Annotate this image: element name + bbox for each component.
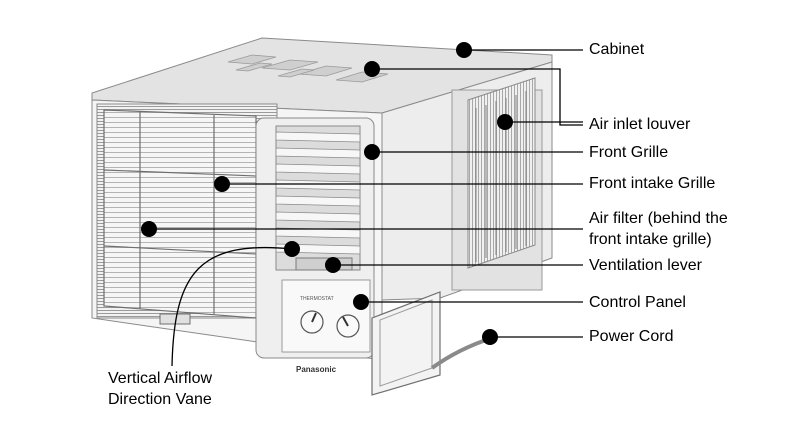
label-cabinet: Cabinet (589, 41, 645, 58)
dot-power-cord (482, 329, 498, 345)
label-air-filter-line1: Air filter (behind the (589, 210, 728, 227)
label-ventilation-lever: Ventilation lever (589, 257, 702, 274)
label-power-cord: Power Cord (589, 328, 674, 345)
top-vents (227, 54, 389, 83)
air-filter-frame (103, 109, 257, 319)
label-front-grille: Front Grille (589, 144, 669, 161)
power-cord (430, 336, 493, 370)
control-panel-door (371, 291, 441, 396)
callout-dots (141, 42, 513, 345)
dot-air-filter (141, 221, 157, 237)
label-vertical-airflow-line1: Vertical Airflow (108, 370, 213, 387)
dot-control-panel (353, 294, 369, 310)
label-vertical-airflow-line2: Direction Vane (108, 391, 212, 408)
dot-air-inlet-top (364, 61, 380, 77)
label-control-panel: Control Panel (589, 294, 686, 311)
front-grille-vanes (275, 131, 361, 255)
brand-logo: Panasonic (296, 365, 337, 374)
air-filter-divisions (103, 112, 257, 314)
panel-caption: THERMOSTAT (300, 296, 334, 302)
label-air-filter-line2: front intake grille) (589, 231, 712, 248)
dot-front-grille (364, 144, 380, 160)
side-louver-grille (467, 77, 536, 269)
label-air-inlet-louver: Air inlet louver (589, 116, 691, 133)
dot-air-inlet-louver (497, 114, 513, 130)
ventilation-lever-slot (295, 257, 353, 271)
leader-lines (149, 49, 583, 367)
label-front-intake-grille: Front intake Grille (589, 175, 716, 192)
control-panel-area (281, 279, 371, 353)
thermostat-knob-indicator (311, 312, 317, 323)
mode-knob-indicator (342, 316, 349, 327)
dot-front-intake-grille (214, 176, 230, 192)
dot-ventilation-lever (325, 257, 341, 273)
dot-vertical-vane (284, 241, 300, 257)
dot-cabinet (456, 42, 472, 58)
